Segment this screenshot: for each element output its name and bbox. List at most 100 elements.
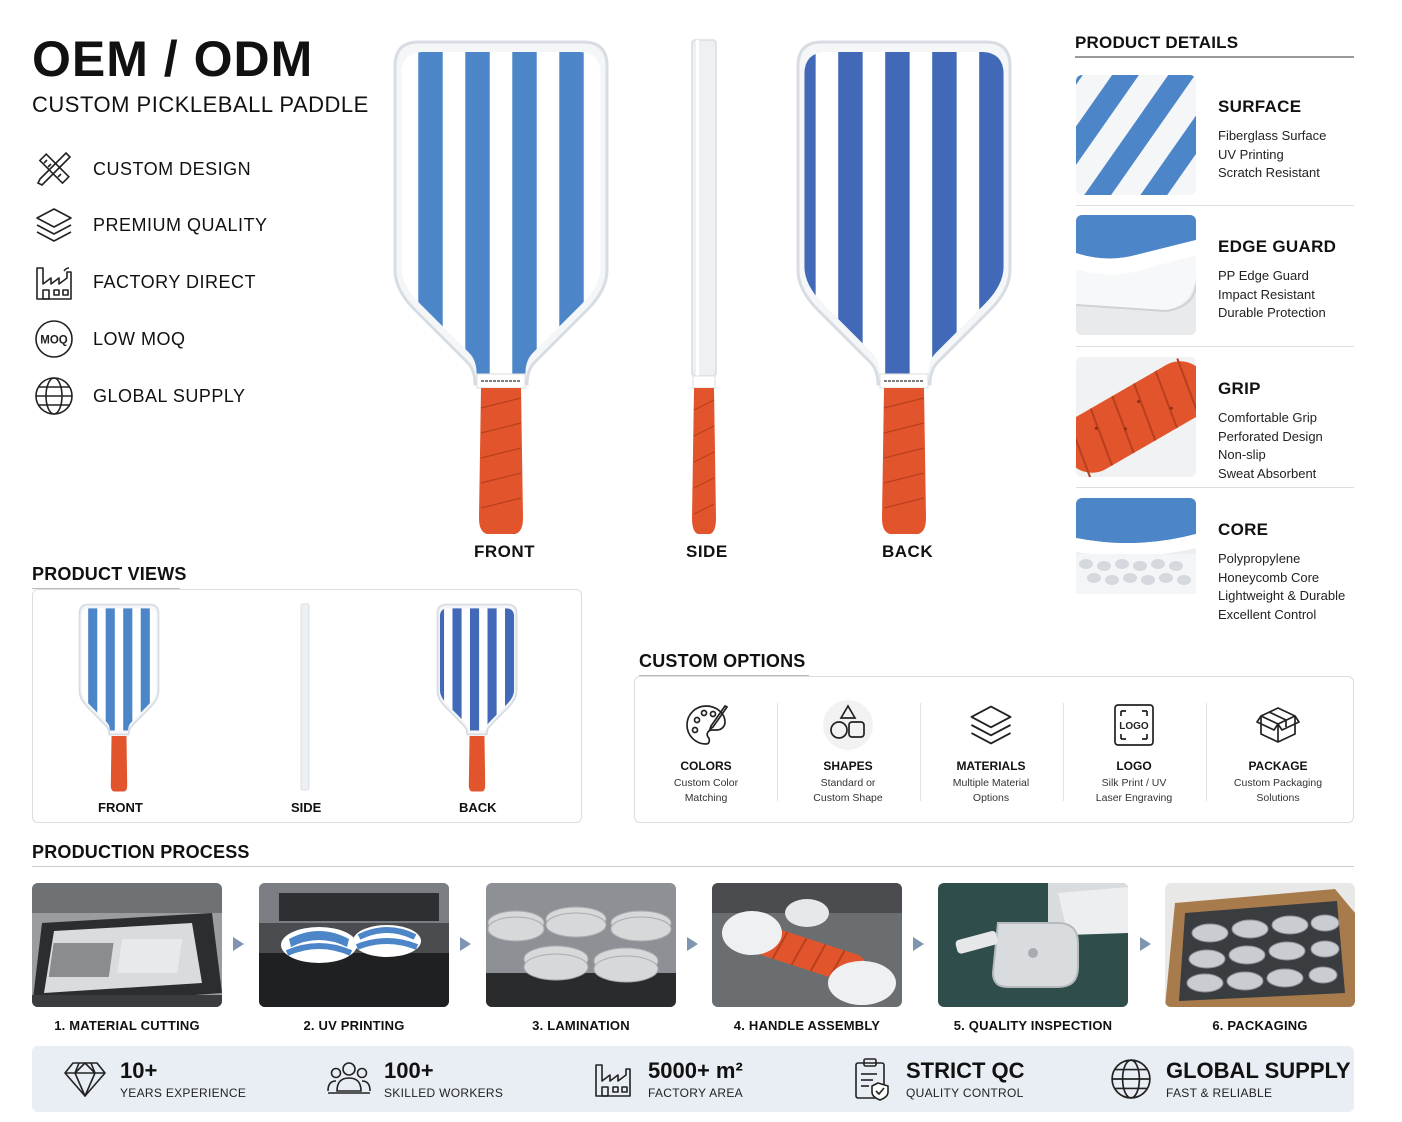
view-paddle-back xyxy=(436,603,518,792)
clipboard-check-icon xyxy=(848,1056,894,1102)
ruler-pencil-icon xyxy=(32,147,76,191)
feature-custom-design: CUSTOM DESIGN xyxy=(32,147,251,191)
detail-surface: SURFACE Fiberglass Surface UV Printing S… xyxy=(1076,75,1354,195)
moq-badge-text: MOQ xyxy=(40,335,68,347)
detail-title: SURFACE xyxy=(1218,97,1302,116)
stat-value: 100+ xyxy=(384,1057,434,1083)
detail-line: UV Printing xyxy=(1218,146,1284,162)
detail-line: PP Edge Guard xyxy=(1218,268,1309,283)
view-paddle-front xyxy=(78,603,160,792)
diamond-icon xyxy=(62,1056,108,1102)
detail-divider xyxy=(1076,487,1354,488)
step-image-uv-printing xyxy=(259,883,449,1007)
detail-line: Fiberglass Surface xyxy=(1218,128,1327,143)
option-desc-line: Laser Engraving xyxy=(1095,792,1173,804)
custom-options-underline xyxy=(639,675,809,676)
product-details-title: PRODUCT DETAILS xyxy=(1075,33,1239,52)
feature-label: PREMIUM QUALITY xyxy=(93,214,268,235)
globe-icon xyxy=(32,374,76,418)
step-image-material-cutting xyxy=(32,883,222,1007)
option-desc-line: Custom Color xyxy=(673,777,739,789)
step-label: 5. QUALITY INSPECTION xyxy=(953,1018,1113,1033)
step-label: 6. PACKAGING xyxy=(1212,1018,1308,1033)
stat-factory-area: 5000+ m² FACTORY AREA xyxy=(590,1054,743,1104)
factory-icon xyxy=(590,1056,636,1102)
stat-strict-qc: STRICT QC QUALITY CONTROL xyxy=(848,1054,1025,1104)
globe-icon xyxy=(1108,1056,1154,1102)
step-arrow-icon xyxy=(460,937,471,951)
option-desc-line: Solutions xyxy=(1256,792,1300,804)
option-desc-line: Multiple Material xyxy=(952,777,1030,789)
palette-icon xyxy=(636,697,776,753)
stat-caption: FAST & RELIABLE xyxy=(1166,1085,1273,1100)
detail-line: Sweat Absorbent xyxy=(1218,465,1317,481)
detail-line: Non-slip xyxy=(1218,447,1266,462)
detail-desc: PP Edge Guard Impact Resistant Durable P… xyxy=(1218,267,1326,323)
option-title: LOGO xyxy=(1116,759,1152,773)
detail-edge-guard: EDGE GUARD PP Edge Guard Impact Resistan… xyxy=(1076,215,1354,335)
box-icon xyxy=(1208,697,1348,753)
core-thumbnail xyxy=(1076,498,1196,618)
detail-line: Excellent Control xyxy=(1218,606,1317,622)
detail-line: Perforated Design xyxy=(1218,428,1323,444)
hero-label-back: BACK xyxy=(882,542,934,561)
step-image-packaging xyxy=(1165,883,1355,1007)
detail-grip: GRIP Comfortable Grip Perforated Design … xyxy=(1076,357,1354,481)
step-arrow-icon xyxy=(687,937,698,951)
detail-line: Scratch Resistant xyxy=(1218,165,1320,180)
stat-caption: YEARS EXPERIENCE xyxy=(120,1085,247,1100)
option-divider xyxy=(1206,703,1207,801)
option-title: COLORS xyxy=(680,759,732,773)
stat-years-experience: 10+ YEARS EXPERIENCE xyxy=(62,1054,246,1104)
option-divider xyxy=(920,703,921,801)
option-desc-line: Custom Shape xyxy=(813,792,883,804)
custom-options-title: CUSTOM OPTIONS xyxy=(639,651,806,671)
detail-line: Honeycomb Core xyxy=(1218,569,1320,585)
feature-label: FACTORY DIRECT xyxy=(93,271,257,292)
step-image-lamination xyxy=(486,883,676,1007)
option-title: PACKAGE xyxy=(1248,759,1308,773)
hero-label-front: FRONT xyxy=(474,542,536,561)
team-icon xyxy=(326,1056,372,1102)
step-label: 2. UV PRINTING xyxy=(303,1018,405,1033)
stat-caption: FACTORY AREA xyxy=(648,1085,743,1100)
factory-icon xyxy=(32,260,76,304)
hero-paddle-front xyxy=(393,40,609,534)
detail-divider xyxy=(1076,346,1354,347)
option-package: PACKAGE Custom Packaging Solutions xyxy=(1208,697,1348,806)
option-desc: Multiple Material Options xyxy=(921,776,1061,806)
view-label-front: FRONT xyxy=(98,800,143,815)
stat-caption: SKILLED WORKERS xyxy=(384,1085,504,1100)
layers-icon xyxy=(32,203,76,247)
option-desc-line: Options xyxy=(972,792,1010,804)
option-desc-line: Silk Print / UV xyxy=(1101,777,1167,789)
detail-line: Impact Resistant xyxy=(1218,286,1315,302)
step-arrow-icon xyxy=(913,937,924,951)
option-divider xyxy=(777,703,778,801)
stat-global-supply: GLOBAL SUPPLY FAST & RELIABLE xyxy=(1108,1054,1351,1104)
detail-line: Lightweight & Durable xyxy=(1218,588,1346,603)
option-desc: Silk Print / UV Laser Engraving xyxy=(1064,776,1204,806)
option-colors: COLORS Custom Color Matching xyxy=(636,697,776,806)
option-title: MATERIALS xyxy=(956,759,1026,773)
detail-desc: Fiberglass Surface UV Printing Scratch R… xyxy=(1218,127,1326,183)
step-arrow-icon xyxy=(1140,937,1151,951)
option-desc: Standard or Custom Shape xyxy=(778,776,918,806)
feature-label: LOW MOQ xyxy=(93,328,186,349)
production-process-title: PRODUCTION PROCESS xyxy=(32,842,250,862)
stat-value: 10+ xyxy=(120,1057,158,1083)
option-shapes: SHAPES Standard or Custom Shape xyxy=(778,697,918,806)
detail-title: GRIP xyxy=(1218,379,1261,398)
product-views-panel xyxy=(32,589,582,823)
feature-factory-direct: FACTORY DIRECT xyxy=(32,260,256,304)
step-arrow-icon xyxy=(233,937,244,951)
view-label-side: SIDE xyxy=(291,800,322,815)
option-desc: Custom Packaging Solutions xyxy=(1208,776,1348,806)
step-label: 3. LAMINATION xyxy=(532,1018,630,1033)
option-divider xyxy=(1063,703,1064,801)
hero-paddle-back xyxy=(796,40,1012,534)
hero-label-side: SIDE xyxy=(686,542,728,561)
edge-guard-thumbnail xyxy=(1076,215,1196,335)
detail-title: EDGE GUARD xyxy=(1218,237,1337,256)
detail-core: CORE Polypropylene Honeycomb Core Lightw… xyxy=(1076,498,1354,622)
